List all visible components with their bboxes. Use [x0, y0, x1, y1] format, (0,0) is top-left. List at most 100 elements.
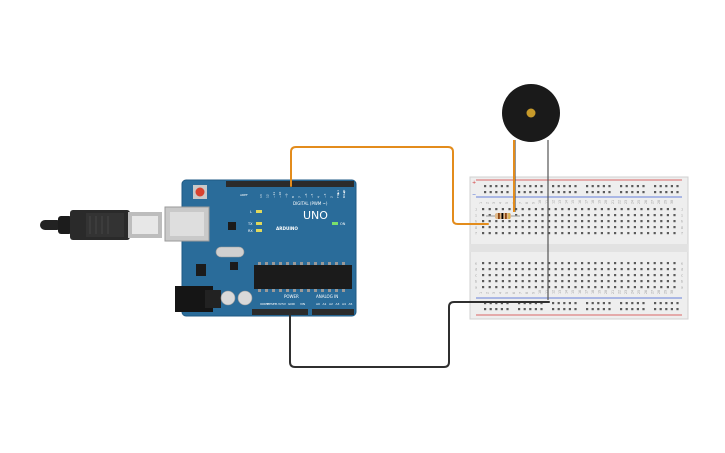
breadboard-hole[interactable] — [495, 262, 498, 265]
breadboard-hole[interactable] — [521, 232, 524, 235]
breadboard-hole[interactable] — [563, 308, 566, 311]
breadboard-hole[interactable] — [561, 268, 564, 271]
breadboard-hole[interactable] — [647, 274, 650, 277]
breadboard-hole[interactable] — [608, 185, 611, 188]
breadboard-hole[interactable] — [567, 280, 570, 283]
breadboard-hole[interactable] — [597, 308, 600, 311]
breadboard-hole[interactable] — [633, 232, 636, 235]
breadboard-hole[interactable] — [574, 308, 577, 311]
breadboard-hole[interactable] — [495, 208, 498, 211]
breadboard-hole[interactable] — [620, 185, 623, 188]
breadboard-hole[interactable] — [482, 226, 485, 229]
breadboard-hole[interactable] — [554, 226, 557, 229]
breadboard-hole[interactable] — [495, 308, 498, 311]
breadboard-hole[interactable] — [528, 226, 531, 229]
breadboard-hole[interactable] — [574, 262, 577, 265]
breadboard-hole[interactable] — [591, 308, 594, 311]
breadboard-hole[interactable] — [660, 232, 663, 235]
breadboard-hole[interactable] — [557, 185, 560, 188]
breadboard-hole[interactable] — [627, 232, 630, 235]
breadboard-hole[interactable] — [640, 286, 643, 289]
breadboard-hole[interactable] — [508, 226, 511, 229]
breadboard-hole[interactable] — [608, 308, 611, 311]
breadboard-hole[interactable] — [594, 268, 597, 271]
breadboard-hole[interactable] — [557, 302, 560, 305]
breadboard-hole[interactable] — [548, 286, 551, 289]
breadboard-hole[interactable] — [528, 214, 531, 217]
breadboard-hole[interactable] — [625, 191, 628, 194]
breadboard-hole[interactable] — [620, 302, 623, 305]
breadboard-hole[interactable] — [515, 286, 518, 289]
breadboard-hole[interactable] — [654, 308, 657, 311]
breadboard-hole[interactable] — [567, 262, 570, 265]
breadboard-hole[interactable] — [673, 274, 676, 277]
breadboard-hole[interactable] — [561, 262, 564, 265]
breadboard-hole[interactable] — [602, 302, 605, 305]
breadboard-hole[interactable] — [640, 226, 643, 229]
breadboard-hole[interactable] — [552, 191, 555, 194]
breadboard-hole[interactable] — [484, 191, 487, 194]
breadboard-hole[interactable] — [515, 220, 518, 223]
breadboard-hole[interactable] — [653, 226, 656, 229]
breadboard-hole[interactable] — [489, 302, 492, 305]
breadboard-hole[interactable] — [581, 274, 584, 277]
breadboard-hole[interactable] — [614, 208, 617, 211]
breadboard-hole[interactable] — [673, 262, 676, 265]
breadboard-hole[interactable] — [574, 286, 577, 289]
breadboard-hole[interactable] — [607, 268, 610, 271]
breadboard-hole[interactable] — [620, 191, 623, 194]
breadboard-hole[interactable] — [534, 185, 537, 188]
breadboard-hole[interactable] — [534, 226, 537, 229]
breadboard-hole[interactable] — [528, 286, 531, 289]
breadboard-hole[interactable] — [561, 214, 564, 217]
breadboard-hole[interactable] — [541, 280, 544, 283]
breadboard-hole[interactable] — [600, 214, 603, 217]
breadboard-hole[interactable] — [676, 191, 679, 194]
breadboard-hole[interactable] — [600, 220, 603, 223]
usb-cable-icon[interactable] — [40, 210, 162, 240]
breadboard-hole[interactable] — [563, 191, 566, 194]
breadboard-hole[interactable] — [614, 220, 617, 223]
breadboard-hole[interactable] — [506, 191, 509, 194]
breadboard-hole[interactable] — [548, 208, 551, 211]
breadboard-hole[interactable] — [548, 262, 551, 265]
breadboard-hole[interactable] — [482, 214, 485, 217]
breadboard-hole[interactable] — [557, 308, 560, 311]
breadboard-hole[interactable] — [508, 268, 511, 271]
breadboard-hole[interactable] — [600, 262, 603, 265]
breadboard-hole[interactable] — [581, 226, 584, 229]
breadboard-hole[interactable] — [515, 262, 518, 265]
breadboard-hole[interactable] — [666, 262, 669, 265]
breadboard-hole[interactable] — [581, 268, 584, 271]
breadboard-hole[interactable] — [631, 308, 634, 311]
breadboard-hole[interactable] — [666, 280, 669, 283]
breadboard-hole[interactable] — [633, 268, 636, 271]
breadboard-hole[interactable] — [534, 220, 537, 223]
breadboard-hole[interactable] — [521, 208, 524, 211]
breadboard-hole[interactable] — [554, 268, 557, 271]
breadboard-hole[interactable] — [627, 286, 630, 289]
breadboard-hole[interactable] — [574, 274, 577, 277]
breadboard-hole[interactable] — [515, 274, 518, 277]
breadboard-hole[interactable] — [488, 208, 491, 211]
breadboard-hole[interactable] — [482, 268, 485, 271]
breadboard-hole[interactable] — [673, 286, 676, 289]
breadboard-hole[interactable] — [488, 220, 491, 223]
breadboard-hole[interactable] — [670, 185, 673, 188]
breadboard-hole[interactable] — [506, 308, 509, 311]
breadboard-hole[interactable] — [600, 274, 603, 277]
breadboard-hole[interactable] — [515, 280, 518, 283]
breadboard-hole[interactable] — [633, 286, 636, 289]
breadboard-hole[interactable] — [625, 302, 628, 305]
breadboard-hole[interactable] — [554, 208, 557, 211]
breadboard-hole[interactable] — [594, 226, 597, 229]
breadboard-hole[interactable] — [627, 262, 630, 265]
breadboard-hole[interactable] — [673, 232, 676, 235]
breadboard-hole[interactable] — [653, 232, 656, 235]
breadboard-hole[interactable] — [508, 286, 511, 289]
breadboard-hole[interactable] — [631, 185, 634, 188]
breadboard-holes[interactable] — [482, 185, 679, 311]
breadboard-hole[interactable] — [529, 308, 532, 311]
breadboard-hole[interactable] — [488, 226, 491, 229]
